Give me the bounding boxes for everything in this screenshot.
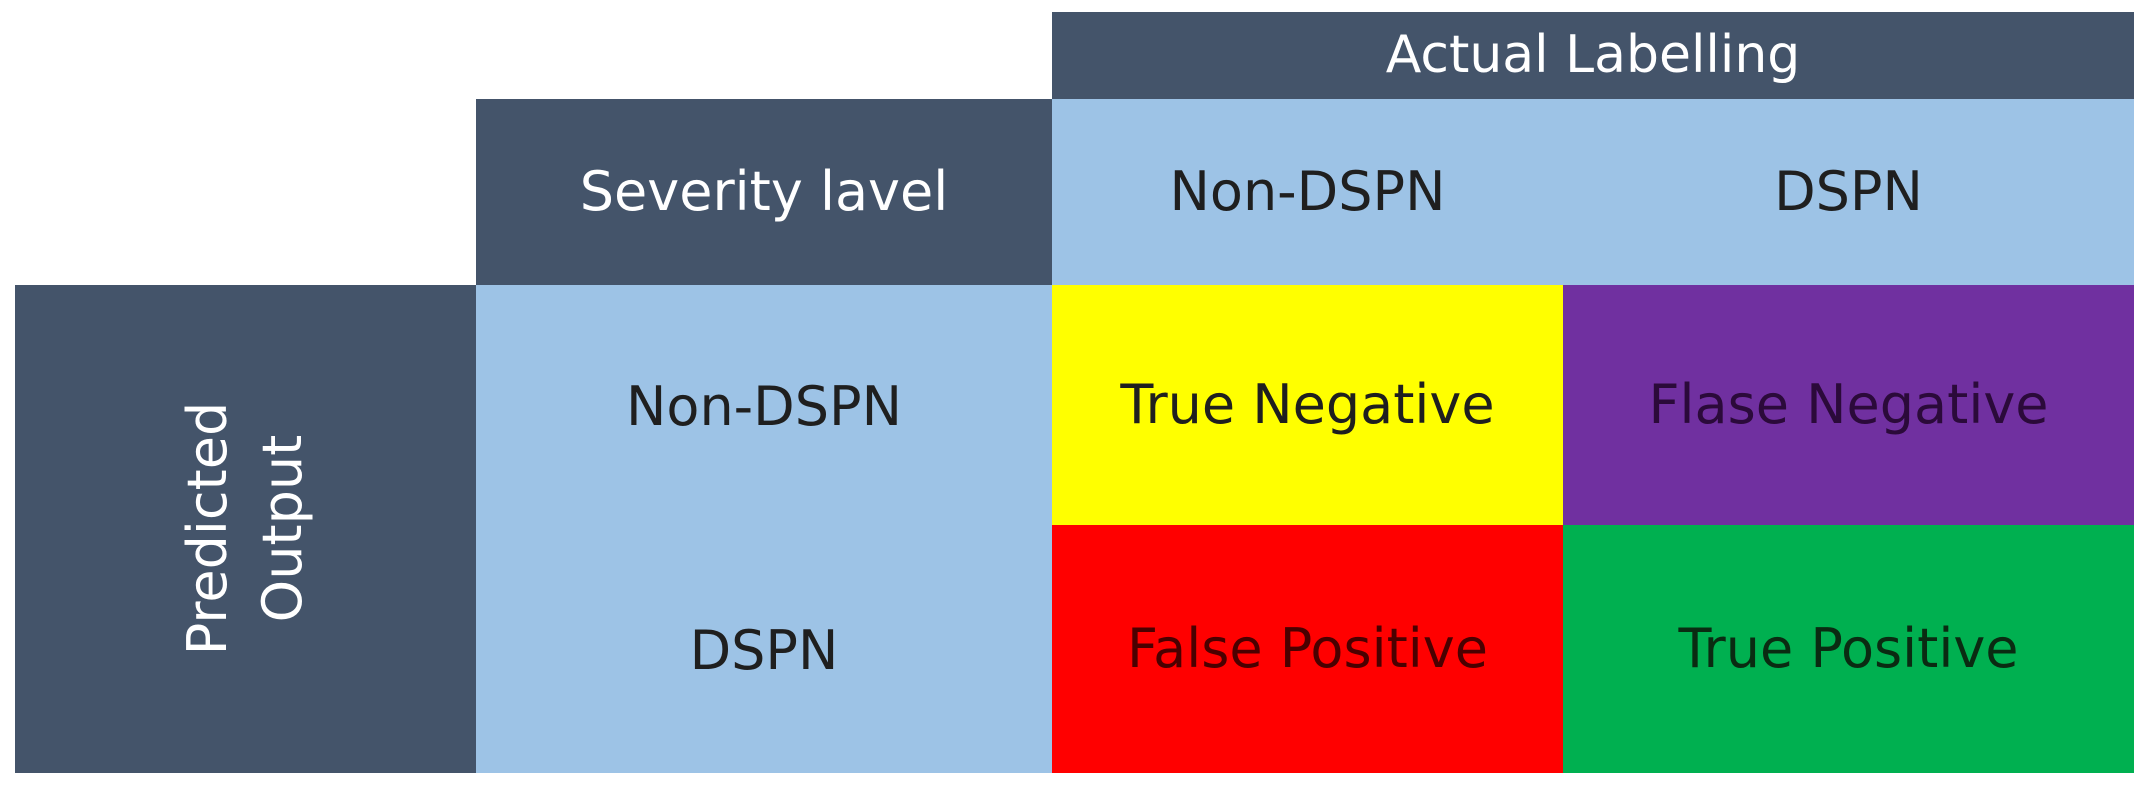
actual-labelling-header: Actual Labelling xyxy=(1052,12,2134,99)
column-header-non-dspn: Non-DSPN xyxy=(1052,99,1563,285)
severity-level-header: Severity lavel xyxy=(476,99,1052,285)
actual-labelling-text: Actual Labelling xyxy=(1385,24,1801,85)
false-negative-cell: Flase Negative xyxy=(1563,285,2134,525)
column-header-dspn-text: DSPN xyxy=(1774,159,1923,223)
predicted-output-header: Predicted Output xyxy=(15,285,476,773)
column-header-non-dspn-text: Non-DSPN xyxy=(1169,159,1446,223)
false-positive-text: False Positive xyxy=(1127,616,1488,680)
false-negative-text: Flase Negative xyxy=(1648,372,2049,436)
row-header-non-dspn-text: Non-DSPN xyxy=(626,374,902,438)
row-header-dspn-text: DSPN xyxy=(689,618,839,682)
row-header-dspn: DSPN xyxy=(476,529,1052,773)
true-positive-cell: True Positive xyxy=(1563,525,2134,773)
row-header-non-dspn: Non-DSPN xyxy=(476,285,1052,529)
true-negative-text: True Negative xyxy=(1120,372,1495,436)
column-header-dspn: DSPN xyxy=(1563,99,2134,285)
true-positive-text: True Positive xyxy=(1678,616,2019,680)
true-negative-cell: True Negative xyxy=(1052,285,1563,525)
false-positive-cell: False Positive xyxy=(1052,525,1563,773)
predicted-output-label: Predicted Output xyxy=(171,402,320,656)
predicted-output-line2: Output xyxy=(250,435,314,623)
severity-level-text: Severity lavel xyxy=(579,159,949,223)
predicted-output-line1: Predicted xyxy=(175,402,239,656)
